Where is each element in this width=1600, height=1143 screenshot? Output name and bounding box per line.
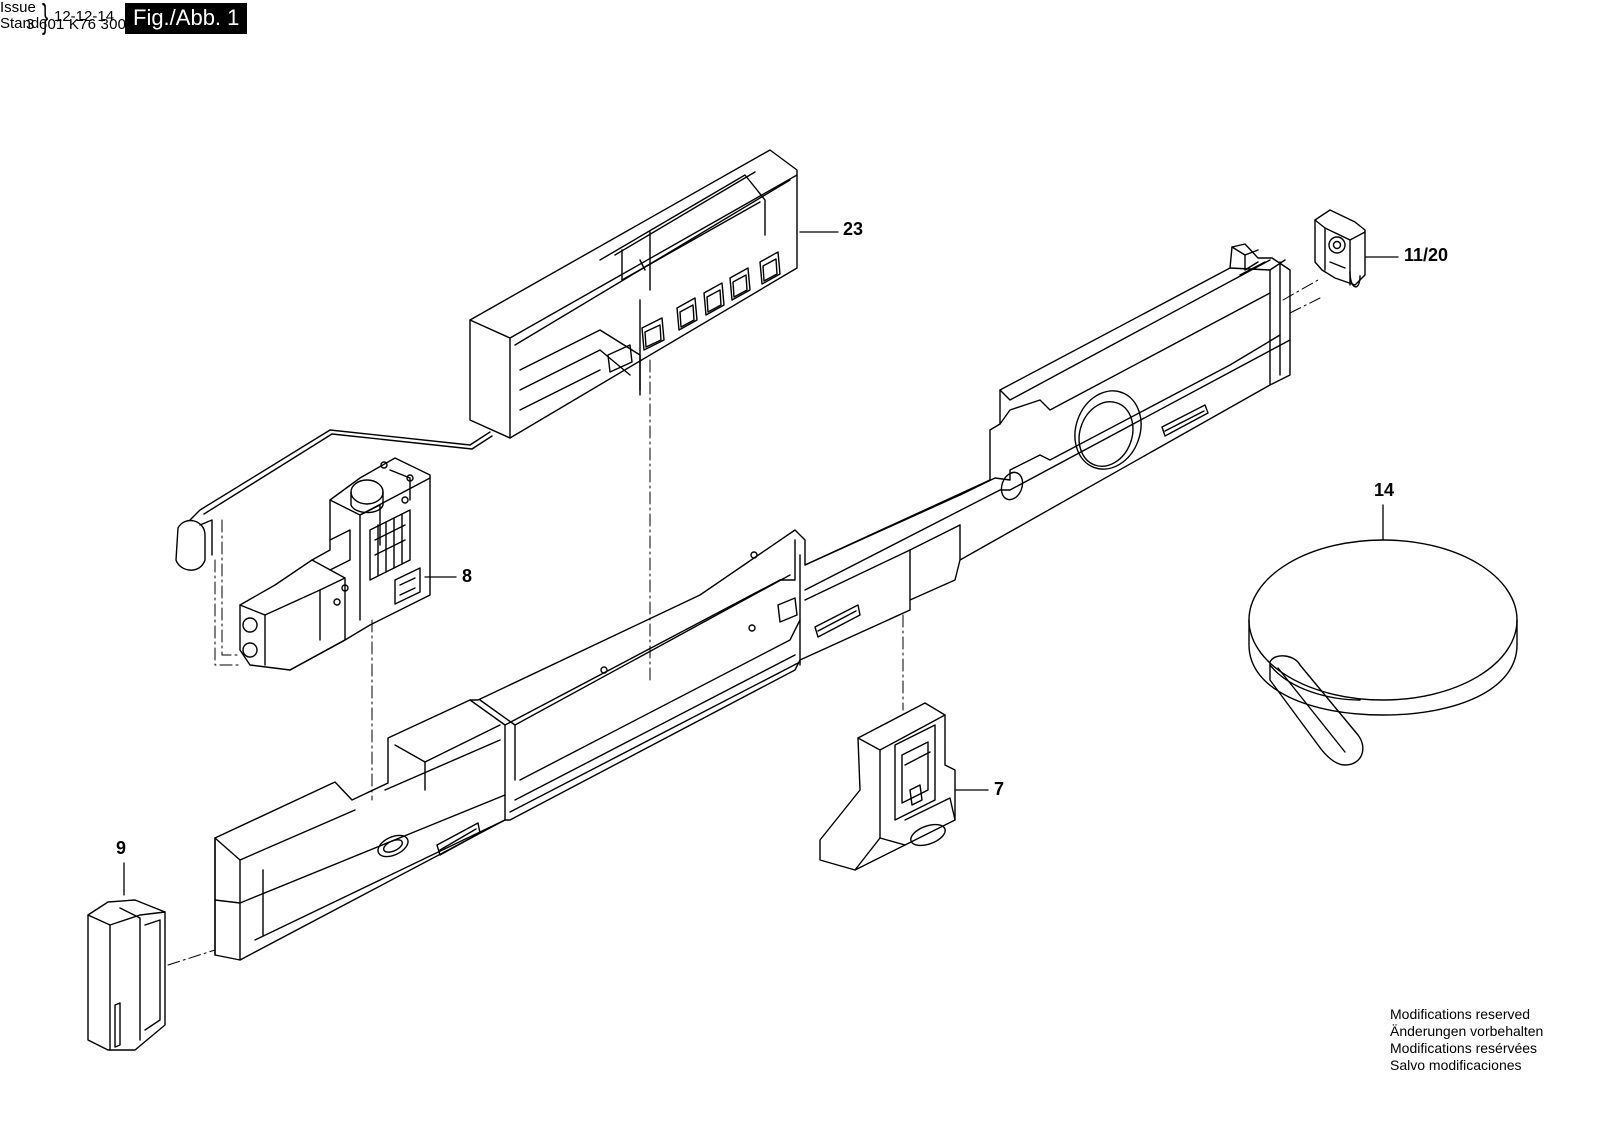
part-number-9: 9 [116, 838, 127, 858]
notice-french: Modifications resérvées [1390, 1040, 1538, 1056]
bracket-part [819, 702, 956, 871]
strap-part [1248, 539, 1518, 766]
display-cover-part [189, 149, 798, 521]
assembly-lines [167, 279, 1321, 966]
notice-german: Änderungen vorbehalten [1390, 1023, 1544, 1039]
figure-label: Fig./Abb. 1 [125, 3, 248, 34]
issue-date: 12-12-14 [54, 8, 115, 25]
main-housing [214, 243, 1291, 961]
sensor-module-part [175, 457, 431, 671]
stand-label: Stand [0, 15, 40, 32]
issue-label: Issue [0, 0, 36, 16]
issue-brace: } [42, 0, 49, 36]
clip-part [1314, 209, 1366, 288]
issue-block: Issue Stand } 12-12-14 Fig./Abb. 1 [0, 0, 300, 40]
document-number: 3 601 K76 300 [26, 16, 127, 33]
leader-lines [123, 231, 1399, 896]
modifications-notice: Modifications reserved Änderungen vorbeh… [1390, 1006, 1543, 1074]
part-number-11-20: 11/20 [1404, 245, 1449, 265]
part-number-23: 23 [843, 219, 864, 239]
end-cap-part [87, 899, 166, 1051]
part-number-14: 14 [1374, 480, 1395, 500]
part-number-7: 7 [994, 779, 1005, 799]
part-number-8: 8 [462, 566, 473, 586]
notice-english: Modifications reserved [1390, 1006, 1531, 1022]
notice-spanish: Salvo modificaciones [1390, 1057, 1522, 1073]
